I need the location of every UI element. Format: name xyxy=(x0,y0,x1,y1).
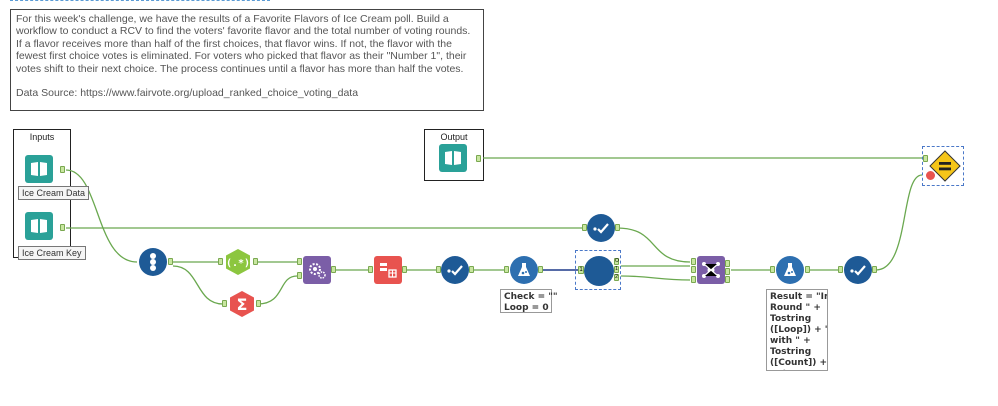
output-container[interactable]: Output xyxy=(424,129,484,181)
wire-recordid-to-summarize xyxy=(172,265,224,305)
test-selection-box xyxy=(922,146,964,186)
iterative-macro-tool[interactable] xyxy=(584,256,614,286)
select-tool-top[interactable] xyxy=(587,214,615,242)
book-icon xyxy=(445,151,461,165)
gears-icon xyxy=(309,263,326,279)
join-output-anchor-r[interactable] xyxy=(725,276,730,283)
macro-input-label: 1 xyxy=(579,267,583,273)
selecttop-output-anchor[interactable] xyxy=(615,224,620,231)
macro-input-anchor[interactable]: 1 xyxy=(578,266,584,274)
formula2-annotation: Result = "In Round " + Tostring ([Loop])… xyxy=(766,289,828,371)
inputs-container-title: Inputs xyxy=(29,132,55,142)
top-dashed-line xyxy=(10,0,270,1)
formula2-input-anchor[interactable] xyxy=(770,266,775,273)
formula-tool-2[interactable] xyxy=(776,256,804,284)
macro-output-anchor-o[interactable]: O xyxy=(614,258,619,265)
formula1-input-anchor[interactable] xyxy=(504,266,509,273)
wire-summarize-to-multifield xyxy=(257,275,298,305)
macro-selection-box xyxy=(575,250,621,290)
label-ice-cream-key: Ice Cream Key xyxy=(18,246,86,260)
network-icon xyxy=(702,262,720,278)
macro-output-anchor-1[interactable]: 1 xyxy=(614,266,619,273)
regex-hexagon-icon: (.*) xyxy=(226,249,250,275)
recordid-output-anchor[interactable] xyxy=(168,258,173,265)
wire-input1-to-recordid xyxy=(65,169,138,263)
regex-input-anchor[interactable] xyxy=(218,258,223,265)
table-arrow-icon xyxy=(380,263,397,278)
comment-source: Data Source: https://www.fairvote.org/up… xyxy=(16,87,359,100)
select1-input-anchor[interactable] xyxy=(436,266,441,273)
multifield-input-anchor-2[interactable] xyxy=(297,272,302,279)
output-container-title: Output xyxy=(440,132,468,142)
join-output-anchor-j[interactable] xyxy=(725,260,730,267)
equals-diamond-icon xyxy=(929,150,961,182)
record-id-tool[interactable] xyxy=(139,248,167,276)
formula1-annotation: Check = "" Loop = 0 xyxy=(500,289,558,313)
checkmark-icon xyxy=(447,265,463,276)
comment-text: For this week's challenge, we have the r… xyxy=(16,13,471,75)
svg-text:Σ: Σ xyxy=(237,295,248,314)
output-tool-anchor[interactable] xyxy=(476,155,481,162)
multifield-output-anchor[interactable] xyxy=(331,266,336,273)
input-data-tool-ice-cream-key[interactable] xyxy=(25,212,53,240)
numbered-list-icon xyxy=(150,253,156,271)
book-icon xyxy=(31,219,47,233)
macro-out-o-label: O xyxy=(615,258,619,264)
multifield-input-anchor-1[interactable] xyxy=(297,258,302,265)
input1-output-anchor[interactable] xyxy=(60,166,65,173)
regex-output-anchor[interactable] xyxy=(253,258,258,265)
multi-field-formula-tool[interactable] xyxy=(303,256,331,284)
join-output-anchor-l[interactable] xyxy=(725,268,730,275)
macro-output-anchor-2[interactable]: 2 xyxy=(614,274,619,281)
summarize-input-anchor[interactable] xyxy=(222,300,227,307)
svg-text:(.*): (.*) xyxy=(226,258,250,269)
join-input-anchor-1[interactable] xyxy=(691,258,696,265)
join-multiple-tool[interactable] xyxy=(697,256,725,284)
checkmark-icon xyxy=(850,265,866,276)
selectend-input-anchor[interactable] xyxy=(838,266,843,273)
select1-output-anchor[interactable] xyxy=(469,266,474,273)
input-data-tool-ice-cream-data[interactable] xyxy=(25,155,53,183)
flask-icon xyxy=(518,263,530,276)
label-ice-cream-data: Ice Cream Data xyxy=(18,186,90,200)
selectend-output-anchor[interactable] xyxy=(872,266,877,273)
output-data-tool[interactable] xyxy=(439,144,467,172)
test-input-anchor-i[interactable] xyxy=(923,155,928,162)
comment-box[interactable]: For this week's challenge, we have the r… xyxy=(10,9,484,111)
flask-icon xyxy=(784,263,796,276)
selecttop-input-anchor[interactable] xyxy=(582,224,587,231)
summarize-tool[interactable]: Σ xyxy=(228,290,256,318)
wire-select-to-test xyxy=(875,174,923,271)
crosstab-output-anchor[interactable] xyxy=(402,266,407,273)
formula-tool-1[interactable] xyxy=(510,256,538,284)
regex-tool[interactable]: (.*) xyxy=(224,248,252,276)
macro-out-1-label: 1 xyxy=(615,266,618,272)
wire-macro-to-join-3 xyxy=(620,275,691,281)
crosstab-input-anchor[interactable] xyxy=(368,266,373,273)
join-input-anchor-3[interactable] xyxy=(691,276,696,283)
select-tool-end[interactable] xyxy=(844,256,872,284)
input2-output-anchor[interactable] xyxy=(60,224,65,231)
macro-out-2-label: 2 xyxy=(615,274,618,280)
select-tool-1[interactable] xyxy=(441,256,469,284)
wire-selecttop-to-join xyxy=(616,227,691,263)
book-icon xyxy=(31,162,47,176)
cross-tab-tool[interactable] xyxy=(374,256,402,284)
test-tool[interactable] xyxy=(929,150,961,182)
formula2-output-anchor[interactable] xyxy=(805,266,810,273)
join-input-anchor-2[interactable] xyxy=(691,266,696,273)
formula1-output-anchor[interactable] xyxy=(538,266,543,273)
checkmark-icon xyxy=(593,223,609,234)
summarize-output-anchor[interactable] xyxy=(256,300,261,307)
test-error-indicator xyxy=(925,170,936,181)
sigma-hexagon-icon: Σ xyxy=(230,291,254,317)
